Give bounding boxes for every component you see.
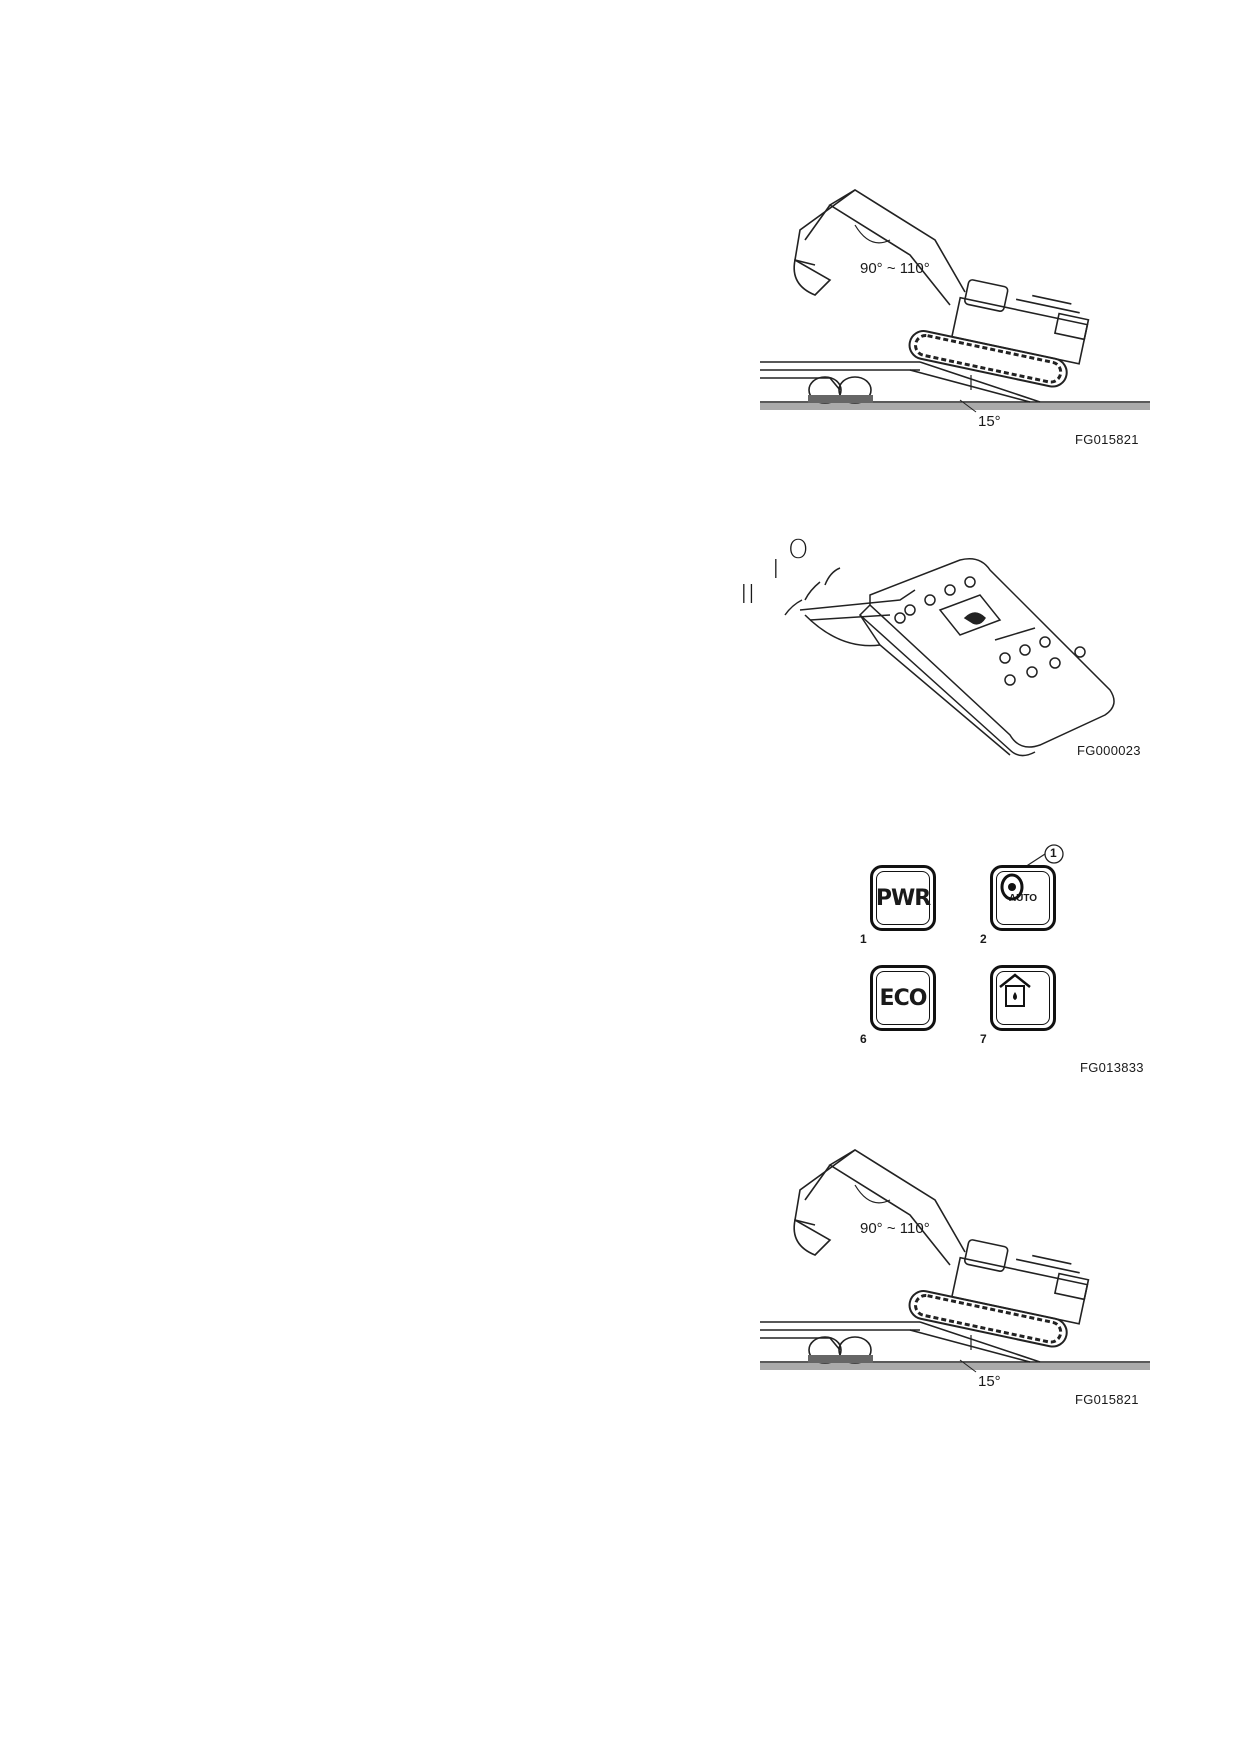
auto-label: AUTO xyxy=(1008,892,1038,904)
boom-angle-label: 90° ~ 110° xyxy=(860,1220,930,1237)
boom-angle-label: 90° ~ 110° xyxy=(860,260,930,277)
auto-idle-key[interactable]: AUTO xyxy=(990,865,1056,931)
lever-position-o: O xyxy=(788,535,809,565)
figure-code: FG013833 xyxy=(1080,1060,1144,1075)
figure-code: FG015821 xyxy=(1075,1392,1139,1407)
lever-position-i: I xyxy=(772,555,780,585)
excavator-loading-drawing xyxy=(760,189,1150,413)
key-number: 2 xyxy=(980,932,987,946)
lever-position-ii: II xyxy=(740,580,756,610)
ramp-angle-label: 15° xyxy=(978,413,1001,430)
safety-lever-figure: O I II FG000023 xyxy=(740,530,1160,780)
eco-key-icon: ECO xyxy=(879,985,928,1011)
pwr-key-icon: PWR xyxy=(875,885,931,911)
safety-lever-drawing xyxy=(784,558,1115,757)
key-number: 6 xyxy=(860,1032,867,1046)
key-number: 1 xyxy=(860,932,867,946)
auto-idle-icon xyxy=(1000,873,1024,901)
excavator-loading-drawing xyxy=(760,1149,1150,1373)
figure-code: FG015821 xyxy=(1075,432,1139,447)
fuel-heater-icon xyxy=(999,973,1031,1007)
callout-leader xyxy=(1024,844,1064,868)
eco-key[interactable]: ECO xyxy=(870,965,936,1031)
callout-number: 1 xyxy=(1050,846,1057,860)
figure-code: FG000023 xyxy=(1077,743,1141,758)
ramp-angle-label: 15° xyxy=(978,1373,1001,1390)
excavator-loading-figure: 90° ~ 110° 15° FG015821 xyxy=(760,180,1160,447)
excavator-loading-figure-2: 90° ~ 110° 15° FG015821 xyxy=(760,1140,1160,1407)
mode-keys-figure: 1 PWR 1 AUTO 2 ECO 6 7 FG013833 xyxy=(855,840,1155,1080)
pwr-key[interactable]: PWR xyxy=(870,865,936,931)
key-number: 7 xyxy=(980,1032,987,1046)
fuel-heater-key[interactable] xyxy=(990,965,1056,1031)
